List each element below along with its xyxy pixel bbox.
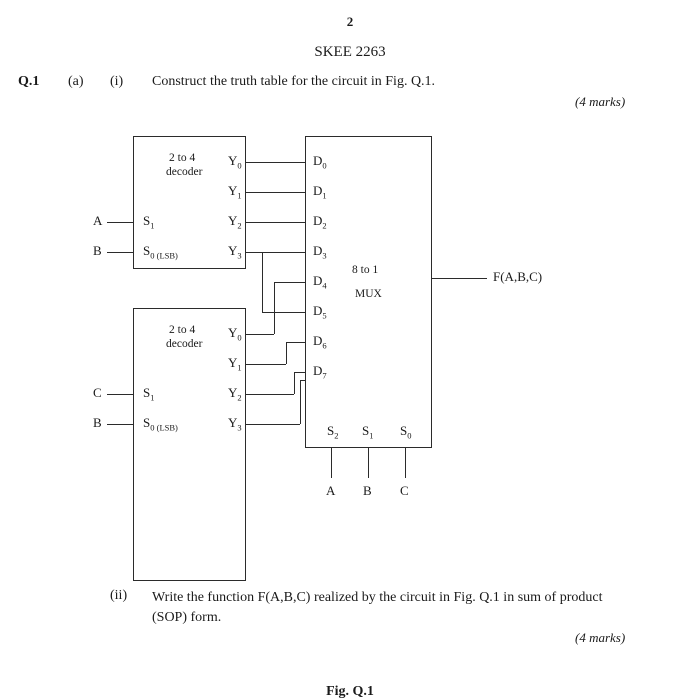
- marks-ii: (4 marks): [575, 630, 626, 645]
- question-text-ii: Write the function F(A,B,C) realized by …: [152, 590, 603, 626]
- wire-c-to-decoder2: [107, 394, 133, 395]
- mux-input-d0: D0: [313, 153, 327, 171]
- circuit-figure: 2 to 4 decoder Y0 Y1 Y2 Y3 S1 S0 (LSB) A…: [0, 128, 700, 699]
- question-sub-ii: (ii): [110, 588, 128, 603]
- mux-input-d4: D4: [313, 273, 327, 291]
- mux-select-s1: S1: [362, 423, 374, 441]
- question-sub-i: (i): [110, 74, 124, 89]
- course-code: SKEE 2263: [314, 44, 386, 60]
- wire-dec2-y3-v: [300, 380, 301, 424]
- mux-select-s2: S2: [327, 423, 339, 441]
- decoder-2-output-y2: Y2: [228, 385, 242, 403]
- wire-mux-output: [432, 278, 487, 279]
- mux-input-d2: D2: [313, 213, 327, 231]
- wire-s1-down: [368, 448, 369, 478]
- wire-dec2-y0-v: [274, 282, 275, 334]
- wire-dec2-y2-v: [294, 372, 295, 394]
- wire-dec2-y1-v: [286, 342, 287, 364]
- decoder-1-output-y2: Y2: [228, 213, 242, 231]
- decoder-2-input-s0: S0 (LSB): [143, 415, 178, 433]
- decoder-2-output-y1: Y1: [228, 355, 242, 373]
- wire-s2-down: [331, 448, 332, 478]
- decoder-2-title-line2: decoder: [166, 338, 203, 350]
- decoder-2-box: [133, 308, 246, 581]
- figure-caption: Fig. Q.1: [326, 684, 374, 699]
- question-number: Q.1: [18, 74, 40, 89]
- mux-title-line1: 8 to 1: [352, 264, 379, 276]
- decoder-2-output-y3: Y3: [228, 415, 242, 433]
- decoder-1-box: [133, 136, 246, 269]
- question-part-a: (a): [68, 74, 84, 89]
- decoder-1-input-s0: S0 (LSB): [143, 243, 178, 261]
- signal-b-mux: B: [363, 483, 372, 498]
- signal-a-mux: A: [326, 483, 336, 498]
- decoder-1-output-y3: Y3: [228, 243, 242, 261]
- marks-i: (4 marks): [575, 94, 626, 109]
- mux-input-d6: D6: [313, 333, 327, 351]
- wire-dec1-y0-to-d0: [246, 162, 305, 163]
- wire-dec1-y2-to-d2: [246, 222, 305, 223]
- wire-dec2-y2-h: [246, 394, 294, 395]
- mux-select-s0: S0: [400, 423, 412, 441]
- mux-output-label: F(A,B,C): [493, 269, 543, 284]
- decoder-2-title-line1: 2 to 4: [169, 324, 196, 336]
- signal-b-decoder-2: B: [93, 415, 102, 430]
- wire-b-to-decoder2: [107, 424, 133, 425]
- wire-b-to-decoder1: [107, 252, 133, 253]
- mux-input-d5: D5: [313, 303, 327, 321]
- wire-dec1-y1-to-d1: [246, 192, 305, 193]
- decoder-2-output-y0: Y0: [228, 325, 242, 343]
- wire-dec2-y0-h: [246, 334, 274, 335]
- page-number: 2: [346, 14, 354, 29]
- mux-box: [305, 136, 432, 448]
- signal-c-decoder-2: C: [93, 385, 102, 400]
- mux-input-d1: D1: [313, 183, 327, 201]
- wire-dec2-y3-to-mux: [300, 380, 305, 381]
- signal-b-decoder-1: B: [93, 243, 102, 258]
- decoder-2-input-s1: S1: [143, 385, 155, 403]
- wire-dec2-y1-to-d6: [286, 342, 305, 343]
- wire-dec2-y3-h: [246, 424, 300, 425]
- decoder-1-title-line1: 2 to 4: [169, 152, 196, 164]
- wire-a-to-decoder1: [107, 222, 133, 223]
- wire-dec2-y0-to-d4: [274, 282, 305, 283]
- decoder-1-title-line2: decoder: [166, 166, 203, 178]
- mux-input-d3: D3: [313, 243, 327, 261]
- wire-dec1-y3-to-d3: [246, 252, 305, 253]
- decoder-1-output-y1: Y1: [228, 183, 242, 201]
- decoder-1-output-y0: Y0: [228, 153, 242, 171]
- wire-dec2-y2-to-d7: [294, 372, 305, 373]
- question-text-i: Construct the truth table for the circui…: [152, 74, 436, 89]
- wire-dec2-y1-h: [246, 364, 286, 365]
- signal-c-mux: C: [400, 483, 409, 498]
- mux-input-d7: D7: [313, 363, 327, 381]
- wire-jog-1: [262, 252, 263, 312]
- decoder-1-input-s1: S1: [143, 213, 155, 231]
- wire-s0-down: [405, 448, 406, 478]
- signal-a-decoder-1: A: [93, 213, 103, 228]
- wire-jog-1-to-d5: [262, 312, 305, 313]
- mux-title-line2: MUX: [355, 288, 382, 300]
